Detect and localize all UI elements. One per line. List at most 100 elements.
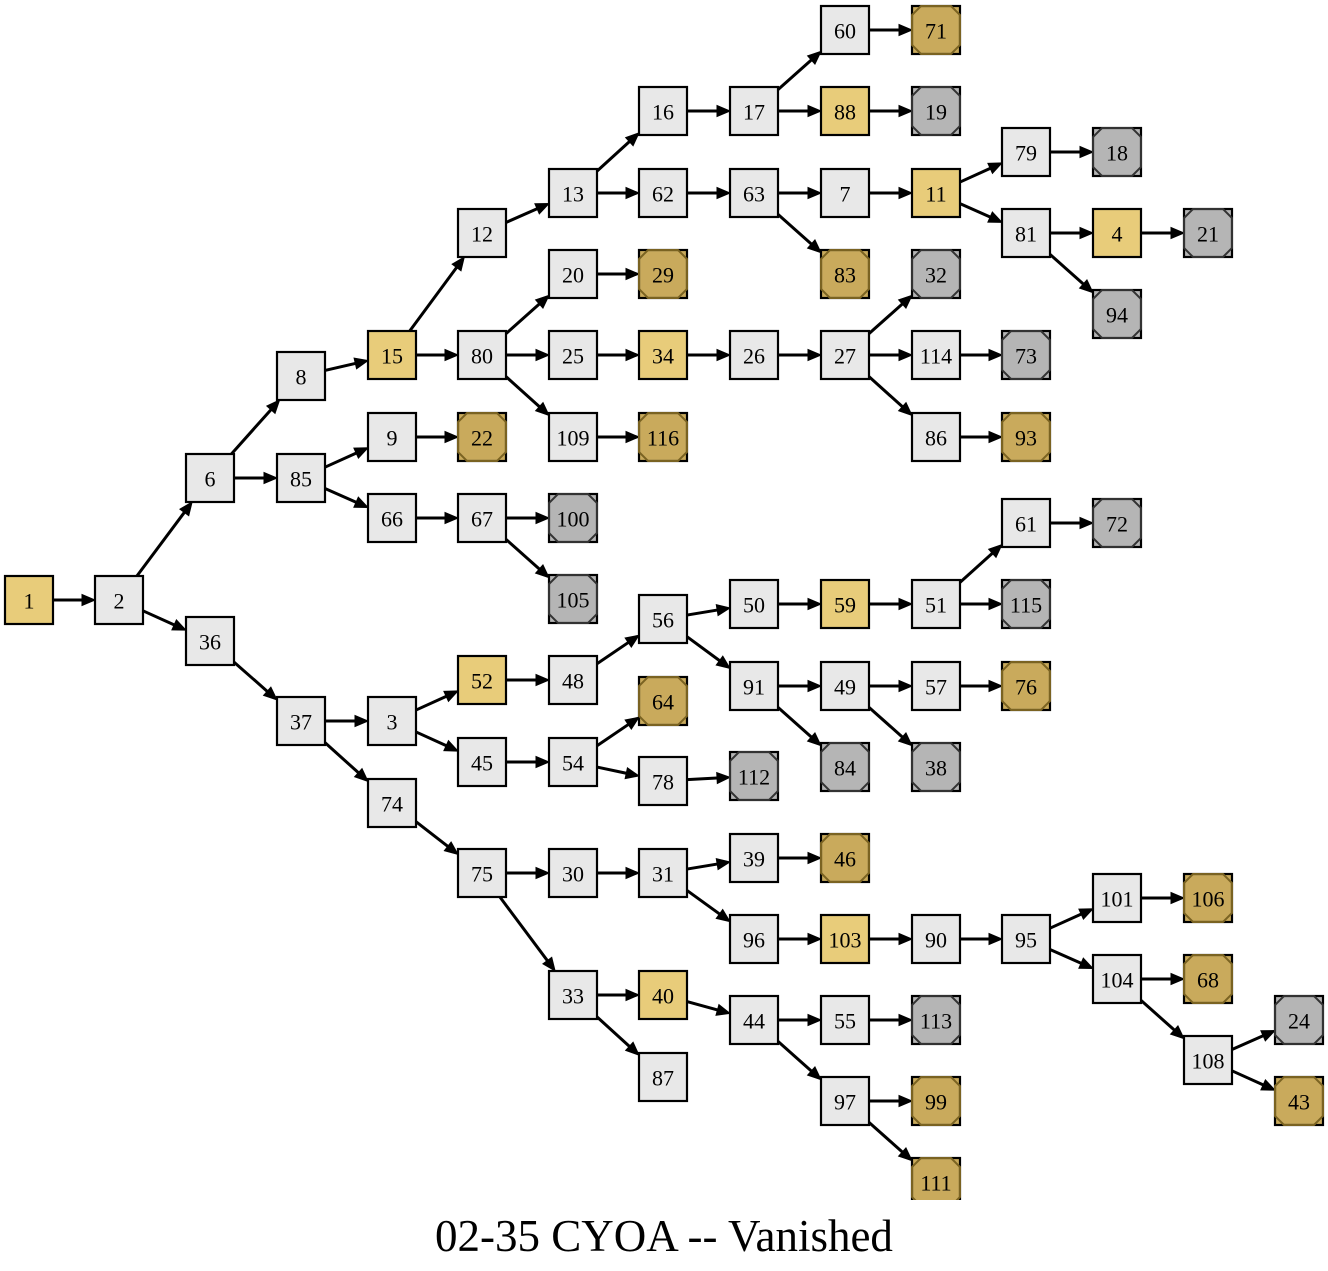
node-81: 81 [1000,207,1052,259]
ending-octagon [911,995,961,1045]
arrow-head [451,255,466,272]
arrow-head [624,132,640,147]
node-33: 33 [547,969,599,1021]
edge-line [595,1015,631,1048]
edge-79-18 [1050,145,1095,159]
edge-62-63 [687,186,732,200]
node-111: 111 [910,1156,962,1200]
node-box [637,593,689,645]
arrow-head [898,679,914,693]
node-label: 2 [114,589,125,614]
edge-line [233,660,269,693]
node-label: 45 [471,751,493,776]
node-label: 61 [1015,512,1037,537]
node-box [910,913,962,965]
edge-11-81 [959,202,1004,223]
node-66: 66 [366,492,418,544]
edge-91-49 [778,679,823,693]
node-box [910,411,962,463]
node-37: 37 [275,695,327,747]
node-96: 96 [728,913,780,965]
node-label: 33 [562,984,584,1009]
edge-108-43 [1231,1069,1277,1091]
arrow-head [897,731,913,747]
ending-octagon [1092,289,1142,339]
edge-85-9 [324,447,370,469]
node-box [728,660,780,712]
node-32: 32 [910,248,962,300]
ending-octagon [911,1157,961,1200]
edge-13-62 [597,186,641,200]
node-label: 37 [290,710,312,735]
node-68: 68 [1182,953,1234,1005]
edge-31-39 [686,857,732,871]
edge-51-61 [958,543,1003,584]
edge-line [1231,1069,1264,1087]
node-9: 9 [366,411,418,463]
edge-74-75 [415,820,460,856]
edge-104-68 [1141,972,1186,986]
edge-33-87 [595,1015,640,1056]
edge-27-32 [868,294,913,335]
arrow-head [807,104,823,118]
edge-97-111 [868,1121,913,1162]
arrow-head [898,348,914,362]
edge-line [1049,912,1082,930]
node-label: 103 [829,928,862,953]
edge-96-103 [778,932,823,946]
node-64: 64 [637,675,689,727]
node-57: 57 [910,660,962,712]
node-61: 61 [1000,497,1052,549]
node-label: 108 [1192,1049,1225,1074]
node-label: 29 [652,263,674,288]
arrow-head [1260,1078,1277,1091]
node-box [819,578,871,630]
arrow-head [806,731,822,747]
node-box [728,578,780,630]
edge-line [230,408,273,455]
node-label: 97 [834,1090,856,1115]
node-box [819,329,871,381]
node-label: 26 [743,344,765,369]
edge-85-66 [324,487,370,508]
node-label: 6 [205,467,216,492]
edge-33-40 [597,988,641,1002]
node-91: 91 [728,660,780,712]
node-label: 8 [296,365,307,390]
edge-line [1140,999,1176,1032]
arrow-head [716,186,732,200]
edge-9-22 [416,430,460,444]
node-label: 96 [743,928,765,953]
arrow-head [898,186,914,200]
edge-16-17 [687,104,732,118]
edge-line [777,1040,813,1073]
node-79: 79 [1000,126,1052,178]
node-60: 60 [819,4,871,56]
arrow-head [987,543,1003,559]
arrow-head [807,932,823,946]
edge-line [324,487,357,504]
node-label: 100 [557,507,590,532]
arrow-head [806,1065,822,1081]
node-label: 9 [387,426,398,451]
arrow-head [624,716,641,731]
node-31: 31 [637,847,689,899]
node-20: 20 [547,248,599,300]
edge-line [686,635,721,662]
edge-27-114 [869,348,914,362]
edge-line [505,302,541,335]
node-label: 95 [1015,928,1037,953]
node-55: 55 [819,994,871,1046]
edge-63-83 [777,213,822,254]
node-label: 113 [920,1009,952,1034]
node-label: 59 [834,593,856,618]
edge-line [135,511,186,577]
arrow-head [1260,1030,1277,1042]
edge-63-7 [778,186,823,200]
edge-line [686,608,718,617]
node-box [910,660,962,712]
node-box [275,350,327,402]
node-12: 12 [456,207,508,259]
arrow-head [715,908,732,923]
node-40: 40 [637,969,689,1021]
